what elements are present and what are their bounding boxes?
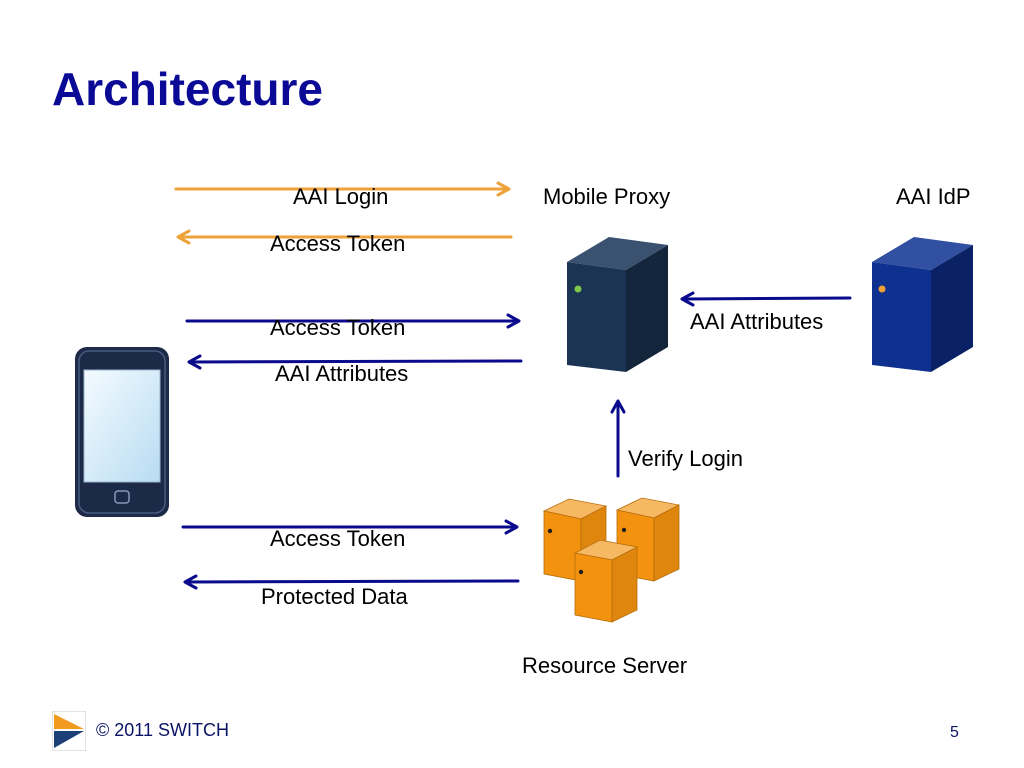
flow-label-access-token: Access Token — [270, 315, 406, 340]
slide-title: Architecture — [52, 63, 323, 115]
flow-label-aai-attributes-idp: AAI Attributes — [690, 309, 824, 334]
flow-label-verify-login: Verify Login — [628, 446, 743, 471]
arrow-verify-login — [610, 399, 626, 478]
resource-server-label: Resource Server — [522, 653, 688, 678]
flow-label-protected-data: Protected Data — [261, 584, 408, 609]
arrow-access-token-to-resource — [181, 519, 519, 535]
arrow-aai-login — [174, 181, 511, 197]
mobile-proxy-label: Mobile Proxy — [543, 184, 671, 209]
page-number: 5 — [950, 724, 959, 741]
aai-idp-server-icon — [872, 237, 973, 372]
switch-logo-icon — [52, 711, 86, 751]
footer-copyright: © 2011 SWITCH — [96, 720, 229, 740]
arrow-aai-attributes-idp-to-proxy — [680, 291, 852, 307]
flow-label-aai-login: AAI Login — [293, 184, 389, 209]
flow-label-aai-attributes: AAI Attributes — [275, 361, 409, 386]
arrow-protected-data — [183, 574, 520, 590]
arrow-access-token-to-proxy — [185, 313, 521, 329]
resource-server-cluster-icon — [542, 497, 681, 623]
arrow-aai-attributes-to-device — [187, 354, 523, 370]
mobile-proxy-server-icon — [567, 237, 668, 372]
aai-idp-label: AAI IdP — [896, 184, 971, 209]
flow-label-access-token: Access Token — [270, 526, 406, 551]
smartphone-icon — [75, 347, 169, 517]
resource-server-box — [573, 539, 639, 623]
arrow-access-token-return — [176, 229, 513, 245]
flow-label-access-token: Access Token — [270, 231, 406, 256]
